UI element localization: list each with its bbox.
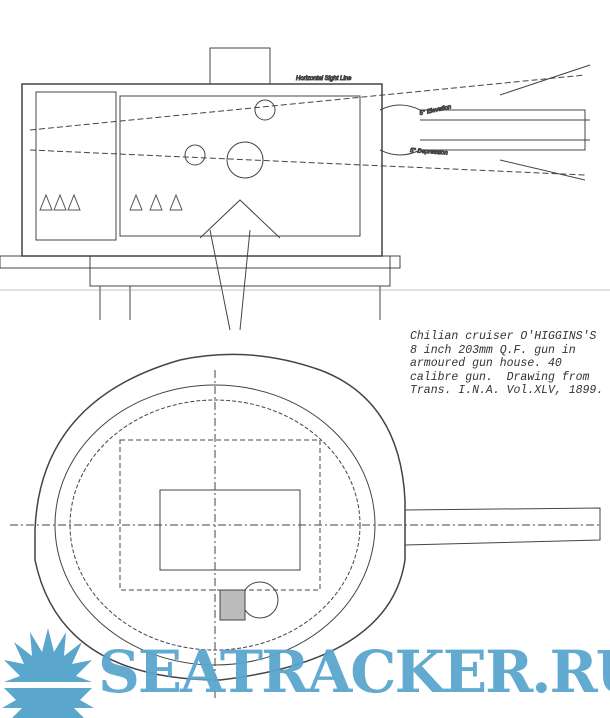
watermark-text: SEATRACKER.RU xyxy=(98,638,610,706)
plan-view xyxy=(10,353,601,700)
depression-label: 5° Depression xyxy=(410,148,449,157)
elevation-label: 5° Elevation xyxy=(419,104,452,117)
caption-line: Chilian cruiser O'HIGGINS'S xyxy=(410,330,597,343)
side-elevation: Horizontal Sight Line 5° Elevation 5° De… xyxy=(0,47,610,331)
watermark-sun-logo xyxy=(2,628,94,718)
caption-line: armoured gun house. 40 xyxy=(410,357,562,370)
caption-line: Trans. I.N.A. Vol.XLV, 1899. xyxy=(410,384,604,397)
caption-line: 8 inch 203mm Q.F. gun in xyxy=(410,343,576,357)
sight-line-label: Horizontal Sight Line xyxy=(296,76,352,82)
caption-line: calibre gun. Drawing from xyxy=(410,370,590,384)
